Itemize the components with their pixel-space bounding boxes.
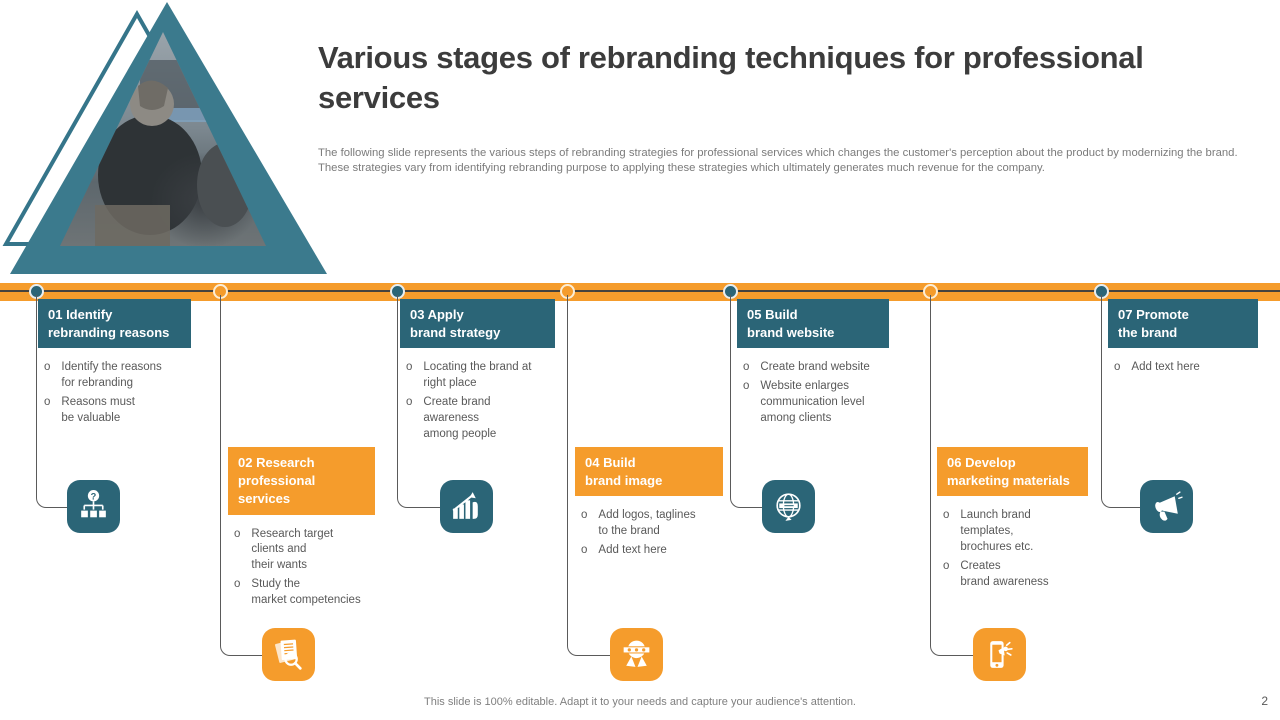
stage-03-header: 03 Apply brand strategy [400,299,555,349]
award-badge-icon [622,640,651,667]
timeline-bar [0,283,1280,301]
document-search-icon [275,639,302,670]
growth-chart-icon [452,492,478,519]
stage-07-icon-tile [1140,480,1193,533]
connector-06 [930,295,974,656]
slide-title: Various stages of rebranding techniques … [318,40,1144,115]
connector-05 [730,295,763,508]
triangle-photo-group [0,0,340,285]
stage-01-icon-tile: ? [67,480,120,533]
stage-06-header: 06 Develop marketing materials [937,447,1088,497]
globe-icon [776,493,801,521]
stage-06-icon-tile [973,628,1026,681]
stage-02-header: 02 Research professional services [228,447,375,515]
stage-05-header: 05 Build brand website [737,299,889,349]
footer-note: This slide is 100% editable. Adapt it to… [424,696,856,708]
svg-text:?: ? [91,491,97,501]
page-number: 2 [1261,694,1268,708]
slide-subtitle: The following slide represents the vario… [318,147,1238,175]
stage-02-icon-tile [262,628,315,681]
stage-04-header: 04 Build brand image [575,447,723,497]
hierarchy-question-icon: ? [81,490,106,518]
timeline-axis-line [0,290,1280,292]
connector-03 [397,295,441,508]
stage-04-icon-tile [610,628,663,681]
mobile-megaphone-icon [990,641,1013,668]
stage-07-header: 07 Promote the brand [1108,299,1258,349]
connector-01 [36,295,68,508]
stage-01-header: 01 Identify rebranding reasons [38,299,191,349]
connector-04 [567,295,611,656]
megaphone-icon [1155,491,1183,521]
stage-03-icon-tile [440,480,493,533]
connector-07 [1101,295,1141,508]
stage-05-icon-tile [762,480,815,533]
triangle-graphic [2,2,327,274]
connector-02 [220,295,263,656]
